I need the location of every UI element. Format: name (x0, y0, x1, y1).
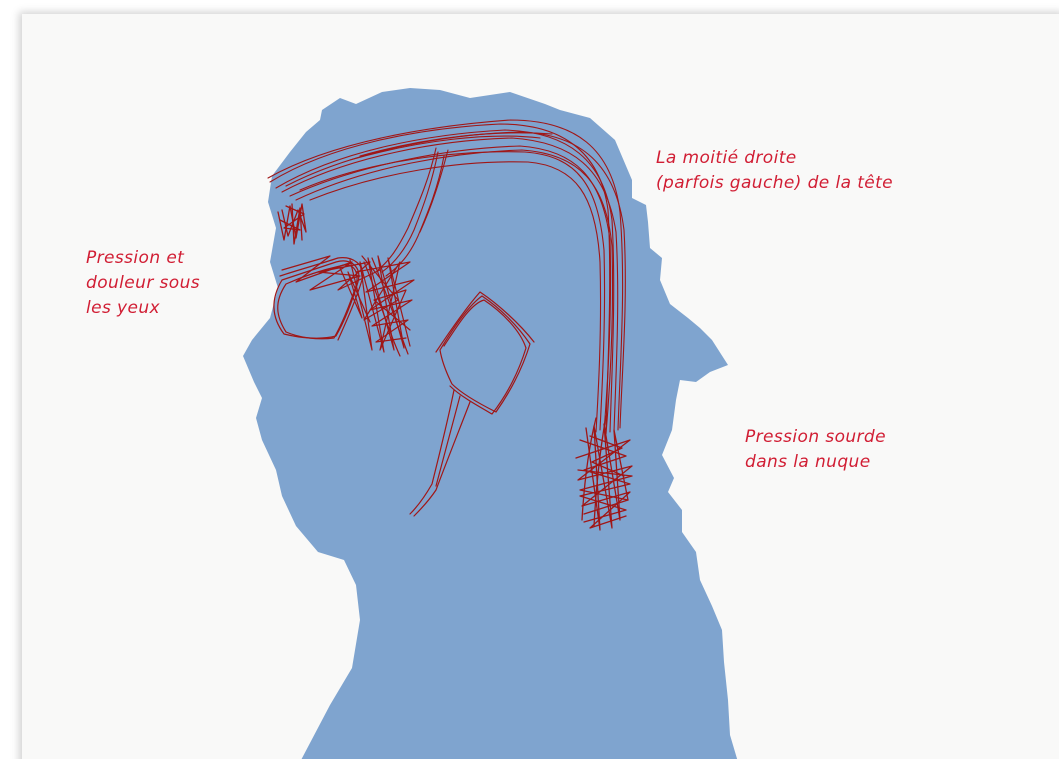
annotation-right-half-head: La moitié droite (parfois gauche) de la … (656, 146, 893, 196)
annotation-under-eyes: Pression et douleur sous les yeux (86, 246, 200, 321)
annotation-nape: Pression sourde dans la nuque (745, 425, 886, 475)
